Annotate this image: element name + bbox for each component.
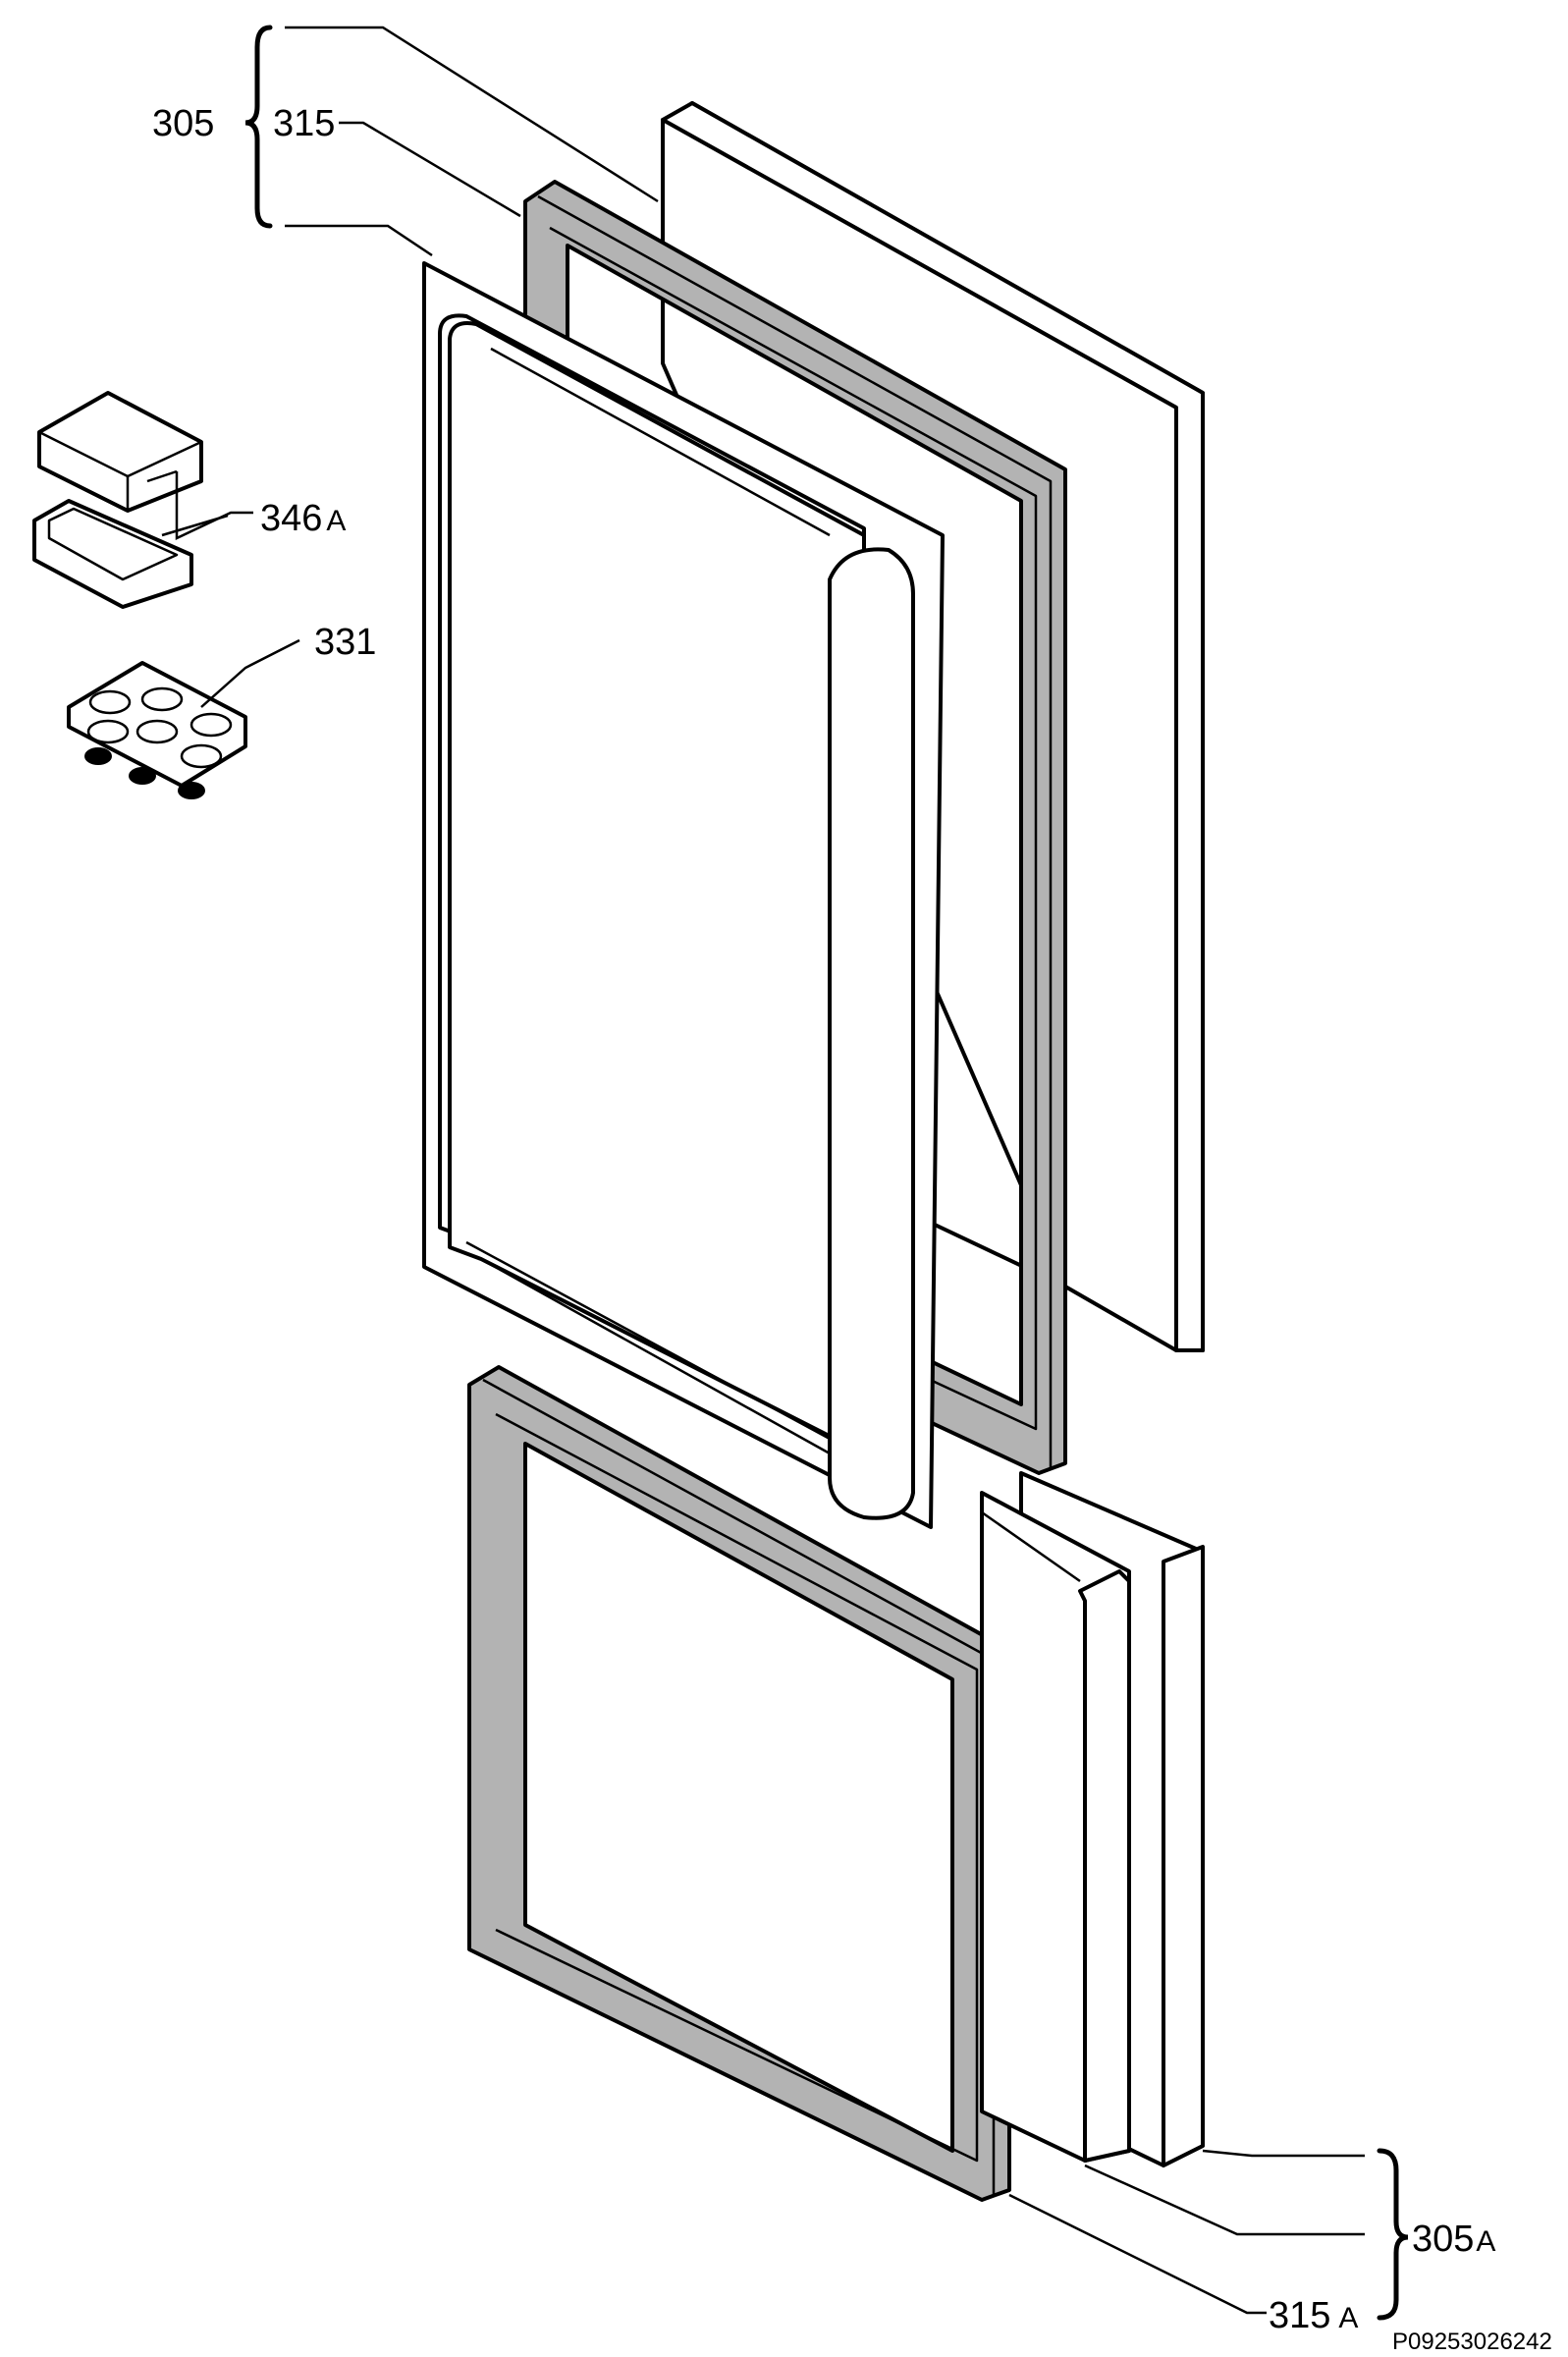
label-305a: 305A xyxy=(1412,2219,1495,2260)
upper-door-liner xyxy=(422,261,945,1529)
bracket-305a xyxy=(1377,2148,1409,2321)
label-315: 315 xyxy=(273,103,335,144)
egg-tray xyxy=(67,661,247,799)
storage-box-with-lid xyxy=(32,391,203,609)
label-331: 331 xyxy=(314,622,376,663)
lower-door-panel xyxy=(980,1471,1205,2167)
lower-door-gasket xyxy=(467,1365,1011,2202)
label-305: 305 xyxy=(152,103,214,144)
leader-lines xyxy=(146,26,1365,2315)
bracket-305 xyxy=(244,25,273,229)
drawing-code: P09253026242 xyxy=(1392,2329,1552,2355)
